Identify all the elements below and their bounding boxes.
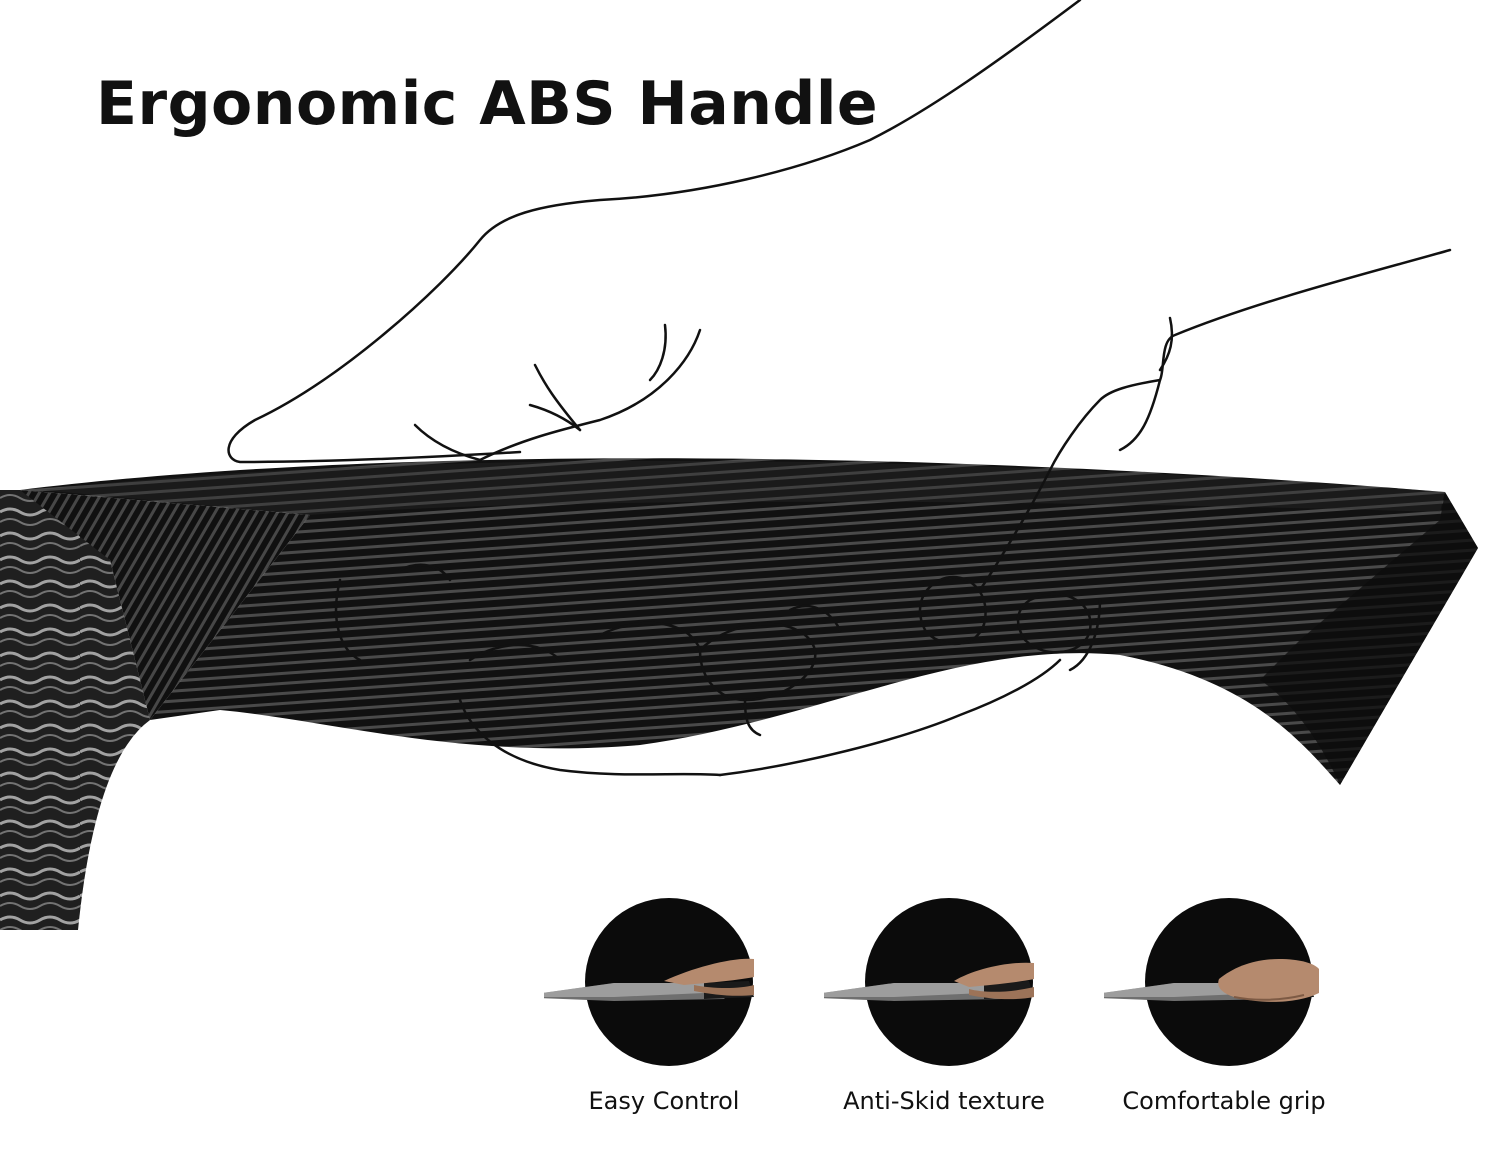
feature-label: Anti-Skid texture [843,1087,1045,1115]
hand-sketch [227,0,1452,777]
handle-bolster-facet [20,490,310,720]
knife-handle-illustration [0,0,1478,930]
feature-label: Comfortable grip [1122,1087,1326,1115]
handle-butt [1260,492,1478,785]
blade-section [0,490,150,930]
knife-hand-icon [824,898,1034,1066]
page-title: Ergonomic ABS Handle [96,69,879,139]
feature-label: Easy Control [588,1087,740,1115]
knife-hand-icon [544,898,754,1066]
handle-body [20,458,1478,785]
knife-hand-icon [1104,898,1319,1066]
